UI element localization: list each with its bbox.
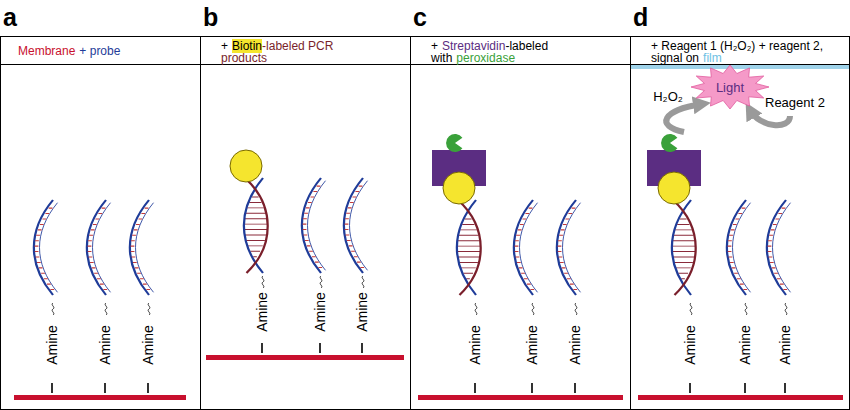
amine-label: Amine bbox=[683, 325, 697, 365]
amine-label: Amine bbox=[778, 325, 792, 365]
streptavidin-block bbox=[647, 150, 701, 186]
reagent-label: H₂O₂ bbox=[653, 90, 683, 103]
probe-helix bbox=[87, 200, 111, 295]
starburst-shape bbox=[691, 65, 769, 109]
membrane bbox=[638, 395, 843, 400]
probe-helix bbox=[557, 200, 581, 295]
amine-label: Amine bbox=[45, 325, 59, 365]
membrane bbox=[206, 355, 404, 360]
probe-helix bbox=[344, 178, 368, 273]
probe-helix bbox=[767, 200, 791, 295]
amine-label: Amine bbox=[98, 325, 112, 365]
reaction-arrow bbox=[750, 110, 790, 125]
amine-label: Amine bbox=[525, 325, 539, 365]
probe-helix bbox=[302, 178, 326, 273]
panel-frame: c+Streptavidin-labeled withperoxidase bbox=[410, 36, 631, 410]
panel-letter: b bbox=[203, 2, 218, 32]
header-text-block: Membrane + probe bbox=[18, 45, 188, 57]
membrane bbox=[418, 395, 623, 400]
header-text: + Reagent 1 (H₂O₂) + reagent 2, signal o… bbox=[651, 39, 823, 65]
amine-label: Amine bbox=[355, 292, 369, 332]
panel-letter: a bbox=[3, 2, 17, 32]
film-strip bbox=[631, 65, 849, 69]
light-starburst: Light bbox=[691, 65, 769, 109]
biotin-circle bbox=[230, 150, 262, 182]
probe-helix bbox=[130, 200, 154, 295]
amine-label: Amine bbox=[313, 292, 327, 332]
membrane bbox=[14, 395, 186, 400]
hybrid-duplex bbox=[457, 200, 481, 295]
reagent-label: Reagent 2 bbox=[765, 96, 825, 109]
peroxidase-symbol bbox=[446, 134, 462, 152]
step-header: +Biotin-labeled PCR products bbox=[201, 37, 410, 65]
panel-frame: b+Biotin-labeled PCR products bbox=[200, 36, 411, 410]
header-text: + probe bbox=[79, 44, 120, 58]
biotin-circle bbox=[443, 172, 475, 204]
amine-label: Amine bbox=[255, 292, 269, 332]
header-text: film bbox=[703, 51, 722, 65]
streptavidin-block bbox=[432, 150, 486, 186]
peroxidase-symbol bbox=[661, 134, 677, 152]
header-text: + bbox=[431, 39, 438, 53]
light-text: Light bbox=[716, 80, 744, 95]
panel-letter: c bbox=[413, 2, 427, 32]
hybrid-duplex bbox=[244, 178, 268, 273]
amine-label: Amine bbox=[568, 325, 582, 365]
amine-label: Amine bbox=[468, 325, 482, 365]
header-text: Biotin bbox=[232, 39, 262, 53]
reaction-arrow bbox=[666, 104, 702, 132]
step-header: + Reagent 1 (H₂O₂) + reagent 2, signal o… bbox=[631, 37, 849, 65]
linker-squiggle bbox=[52, 276, 787, 315]
amine-label: Amine bbox=[141, 325, 155, 365]
amine-label: Amine bbox=[738, 325, 752, 365]
header-text: peroxidase bbox=[456, 51, 515, 65]
header-text-block: +Biotin-labeled PCR products bbox=[221, 40, 361, 64]
step-header: Membrane + probe bbox=[1, 37, 200, 65]
biotin-circle bbox=[658, 172, 690, 204]
step-header: +Streptavidin-labeled withperoxidase bbox=[411, 37, 630, 65]
panel-letter: d bbox=[633, 2, 648, 32]
header-text-block: + Reagent 1 (H₂O₂) + reagent 2, signal o… bbox=[651, 40, 826, 64]
probe-helix bbox=[34, 200, 58, 295]
header-text: Streptavidin bbox=[442, 39, 505, 53]
header-text-block: +Streptavidin-labeled withperoxidase bbox=[431, 40, 596, 64]
header-text: Membrane bbox=[18, 44, 75, 58]
probe-helix bbox=[727, 200, 751, 295]
probe-helix bbox=[514, 200, 538, 295]
hybrid-duplex bbox=[672, 200, 696, 295]
header-text: + bbox=[221, 39, 228, 53]
amine-tick bbox=[52, 343, 785, 393]
